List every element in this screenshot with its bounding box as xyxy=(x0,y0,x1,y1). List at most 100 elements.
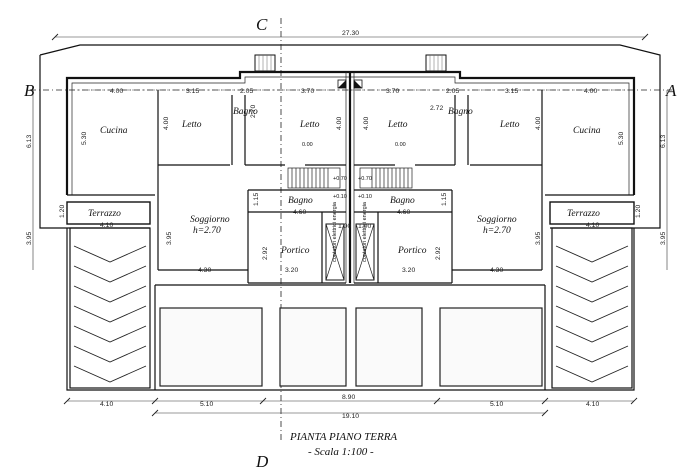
garden-plot-3 xyxy=(355,307,423,387)
svg-text:1.20: 1.20 xyxy=(59,205,66,218)
room-label-portico-left: Portico xyxy=(280,246,310,256)
room-label-soggiorno-right: Soggiorno xyxy=(477,215,517,225)
svg-text:6.13: 6.13 xyxy=(26,135,33,148)
dimension-verticals: 5.30 5.30 4.00 4.00 4.00 4.00 2.70 2.72 … xyxy=(59,105,642,260)
axis-label-a: A xyxy=(665,81,677,100)
svg-text:4.10: 4.10 xyxy=(100,401,113,408)
room-label-letto-left-2: Letto xyxy=(299,120,320,130)
svg-text:3.95: 3.95 xyxy=(535,232,542,245)
svg-text:5.30: 5.30 xyxy=(618,132,625,145)
room-label-soggiorno-left: Soggiorno xyxy=(190,215,230,225)
building-walls xyxy=(65,70,636,284)
svg-text:3.20: 3.20 xyxy=(285,267,298,274)
ramp-right xyxy=(551,227,633,389)
svg-text:3.95: 3.95 xyxy=(166,232,173,245)
chimney-right xyxy=(425,54,447,72)
room-label-bagno-left: Bagno xyxy=(233,107,258,117)
svg-text:4.60: 4.60 xyxy=(397,209,410,216)
svg-text:4.30: 4.30 xyxy=(490,267,503,274)
svg-text:1.20: 1.20 xyxy=(635,205,642,218)
room-label-letto-left-1: Letto xyxy=(181,120,202,130)
svg-text:2.92: 2.92 xyxy=(435,247,442,260)
plan-title: PIANTA PIANO TERRA xyxy=(289,431,397,443)
svg-text:1.00: 1.00 xyxy=(358,223,371,230)
svg-text:2.70: 2.70 xyxy=(250,105,257,118)
svg-text:2.92: 2.92 xyxy=(262,247,269,260)
svg-text:1.00: 1.00 xyxy=(338,223,351,230)
svg-text:4.10: 4.10 xyxy=(586,401,599,408)
svg-text:1.15: 1.15 xyxy=(441,193,448,206)
terrazzo-left xyxy=(66,201,151,225)
svg-text:6.13: 6.13 xyxy=(660,135,667,148)
room-label-terrazzo-left: Terrazzo xyxy=(88,209,121,219)
level-floor-right: 0.00 xyxy=(395,142,406,148)
room-label-soggiorno-h-left: h=2.70 xyxy=(193,226,221,236)
svg-text:4.00: 4.00 xyxy=(584,88,597,95)
dimension-horizontals: 4.10 4.10 4.60 4.60 3.20 3.20 4.30 4.30 … xyxy=(100,209,599,274)
yard-enclosure xyxy=(66,228,635,391)
axis-label-c: C xyxy=(256,15,268,34)
stairs-left xyxy=(287,167,341,189)
svg-text:2.05: 2.05 xyxy=(240,88,253,95)
garden-plot-1 xyxy=(159,307,263,387)
level-plus070-right: +0.70 xyxy=(358,176,372,182)
svg-text:4.60: 4.60 xyxy=(293,209,306,216)
svg-text:4.30: 4.30 xyxy=(198,267,211,274)
svg-text:1.15: 1.15 xyxy=(253,193,260,206)
svg-text:4.00: 4.00 xyxy=(363,117,370,130)
dimension-bottom: 4.10 5.10 8.90 5.10 4.10 19.10 xyxy=(63,394,638,420)
room-label-bagno-mid-left: Bagno xyxy=(288,196,313,206)
svg-text:4.10: 4.10 xyxy=(100,222,113,229)
svg-text:5.30: 5.30 xyxy=(81,132,88,145)
svg-text:contatori elettrici energia: contatori elettrici energia xyxy=(362,201,368,262)
axis-label-b: B xyxy=(24,81,35,100)
room-label-letto-right-2: Letto xyxy=(387,120,408,130)
axis-label-d: D xyxy=(255,452,269,471)
svg-text:3.20: 3.20 xyxy=(402,267,415,274)
svg-text:4.00: 4.00 xyxy=(110,88,123,95)
dimension-row-top: 4.00 3.15 2.05 3.70 3.70 2.05 3.15 4.00 xyxy=(72,88,629,95)
garden-plot-4 xyxy=(439,307,543,387)
svg-text:3.95: 3.95 xyxy=(660,232,667,245)
chimney-left xyxy=(254,54,276,72)
svg-text:3.70: 3.70 xyxy=(386,88,399,95)
room-label-bagno-right: Bagno xyxy=(448,107,473,117)
svg-text:3.95: 3.95 xyxy=(26,232,33,245)
dimension-sides: 6.13 3.95 6.13 3.95 xyxy=(26,90,668,270)
ramp-left xyxy=(69,227,151,389)
svg-text:4.10: 4.10 xyxy=(586,222,599,229)
svg-text:5.10: 5.10 xyxy=(200,401,213,408)
stairs-right xyxy=(359,167,413,189)
contatori-box-left: contatori elettrici energia xyxy=(325,201,345,281)
svg-text:4.00: 4.00 xyxy=(336,117,343,130)
svg-text:4.00: 4.00 xyxy=(535,117,542,130)
svg-text:5.10: 5.10 xyxy=(490,401,503,408)
room-label-letto-right-1: Letto xyxy=(499,120,520,130)
svg-text:8.90: 8.90 xyxy=(342,394,355,401)
level-plus070-left: +0.70 xyxy=(333,176,347,182)
svg-text:contatori elettrici energia: contatori elettrici energia xyxy=(332,201,338,262)
room-label-terrazzo-right: Terrazzo xyxy=(567,209,600,219)
room-label-portico-right: Portico xyxy=(397,246,427,256)
terrazzo-right xyxy=(549,201,635,225)
level-plus010-left: +0.10 xyxy=(333,194,347,200)
svg-text:2.72: 2.72 xyxy=(430,105,443,112)
room-label-bagno-mid-right: Bagno xyxy=(390,196,415,206)
shaft-markers xyxy=(337,79,363,89)
garden-plot-2 xyxy=(279,307,347,387)
room-label-cucina-right: Cucina xyxy=(573,126,601,136)
level-floor-left: 0.00 xyxy=(302,142,313,148)
room-label-cucina-left: Cucina xyxy=(100,126,128,136)
svg-text:19.10: 19.10 xyxy=(342,413,359,420)
level-plus010-right: +0.10 xyxy=(358,194,372,200)
svg-text:3.15: 3.15 xyxy=(186,88,199,95)
svg-text:4.00: 4.00 xyxy=(163,117,170,130)
svg-text:3.15: 3.15 xyxy=(505,88,518,95)
contatori-box-right: contatori elettrici energia xyxy=(355,201,375,281)
svg-text:2.05: 2.05 xyxy=(446,88,459,95)
svg-text:3.70: 3.70 xyxy=(301,88,314,95)
room-label-soggiorno-h-right: h=2.70 xyxy=(483,226,511,236)
plan-scale: - Scala 1:100 - xyxy=(308,446,374,458)
dimension-overall-label: 27.30 xyxy=(342,30,359,37)
